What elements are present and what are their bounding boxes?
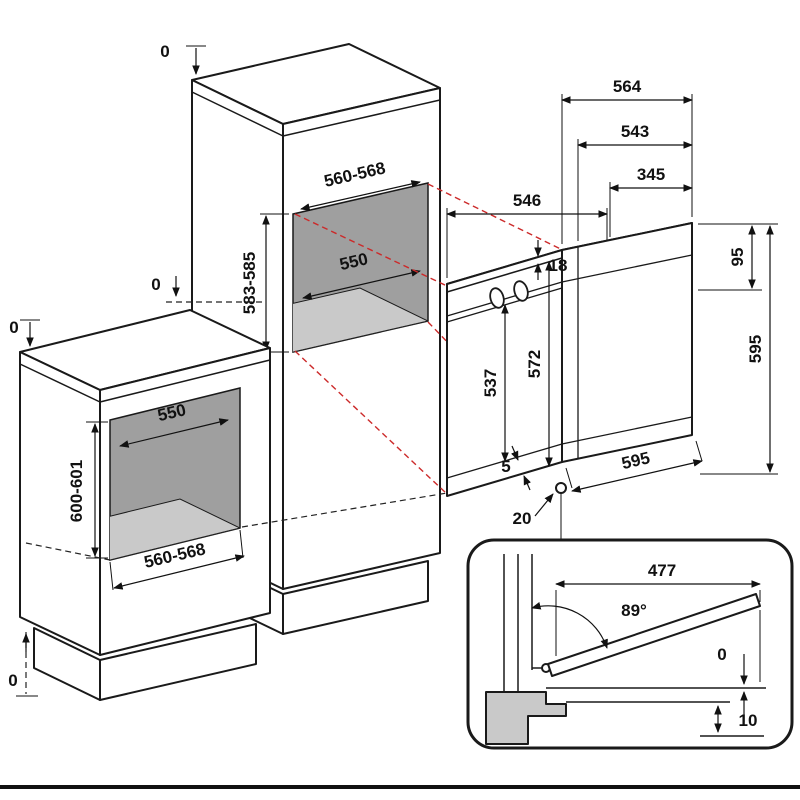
tall-cabinet-top-panel-line — [191, 91, 441, 137]
projection-line-top-left — [294, 213, 448, 287]
oven-front-height-label: 572 — [525, 350, 544, 378]
detail-plinth-section — [485, 691, 567, 745]
detail-flush-gap-label: 0 — [717, 645, 726, 664]
base-cabinet-plinth-right — [99, 623, 257, 701]
oven-bottom-gap-label: 5 — [501, 457, 510, 476]
base-cabinet-left-face — [19, 351, 101, 656]
oven-depth-total-label: 564 — [613, 77, 642, 96]
oven-niche-depth-label: 546 — [513, 191, 541, 210]
base-niche-width-witness-right — [239, 529, 244, 559]
oven-control-knob-icon — [513, 280, 529, 302]
oven: 564 543 345 546 18 95 595 537 572 595 — [446, 77, 778, 541]
tall-zero-side-label: 0 — [151, 275, 160, 294]
projection-line-bottom-left — [294, 350, 448, 495]
oven-bottom-595-witness-right — [695, 440, 703, 462]
base-zero-top-label: 0 — [9, 318, 18, 337]
base-niche-depth-dim-line — [119, 418, 229, 448]
oven-side-face — [561, 222, 693, 463]
oven-depth-body-label: 543 — [621, 122, 649, 141]
oven-5-arrow-bottom — [523, 475, 531, 491]
detail-door-length-label: 477 — [648, 561, 676, 580]
hinge-point-marker — [555, 482, 567, 494]
tall-cabinet-plinth-right — [282, 560, 429, 635]
tall-niche-height-label: 583-585 — [240, 252, 259, 314]
base-niche-height-label: 600-601 — [67, 460, 86, 522]
oven-5-arrow-top — [511, 445, 519, 461]
projection-line-top-right — [427, 183, 578, 258]
base-zero-floor-label: 0 — [8, 671, 17, 690]
detail-angle-label: 89° — [621, 601, 647, 620]
oven-control-knob-icon — [489, 287, 505, 309]
tall-niche-depth-dim-line — [302, 269, 421, 300]
oven-hinge-offset-label: 20 — [513, 509, 532, 528]
base-level-dash-right — [241, 492, 448, 528]
oven-bottom-595-witness-left — [565, 467, 573, 489]
oven-panel-height-label: 95 — [728, 248, 747, 267]
oven-bottom-595-dim-line — [571, 459, 703, 493]
door-detail-view: 477 89° 0 10 — [466, 538, 794, 750]
oven-inner-door-height-label: 537 — [481, 369, 500, 397]
tall-niche-width-dim-line — [300, 180, 421, 211]
base-level-dash-left — [25, 542, 111, 561]
oven-height-label: 595 — [746, 335, 765, 363]
detail-bottom-clearance-label: 10 — [739, 711, 758, 730]
base-niche-width-witness-left — [109, 561, 114, 591]
base-cabinet: 550 600-601 560-568 0 0 — [8, 309, 271, 701]
base-cabinet-countertop-line — [19, 359, 271, 403]
oven-side-seams — [561, 247, 693, 459]
base-niche-width-dim-line — [113, 554, 245, 590]
detail-angle-arc — [531, 602, 608, 649]
oven-width-label: 595 — [620, 448, 652, 473]
oven-handle-line — [446, 257, 563, 293]
bottom-border-line — [0, 785, 800, 789]
oven-20-arrow — [534, 493, 554, 517]
tall-zero-top-label: 0 — [160, 42, 169, 61]
detail-open-door — [547, 593, 761, 677]
oven-handle-depth-label: 18 — [549, 256, 568, 275]
oven-depth-rear-label: 345 — [637, 165, 665, 184]
